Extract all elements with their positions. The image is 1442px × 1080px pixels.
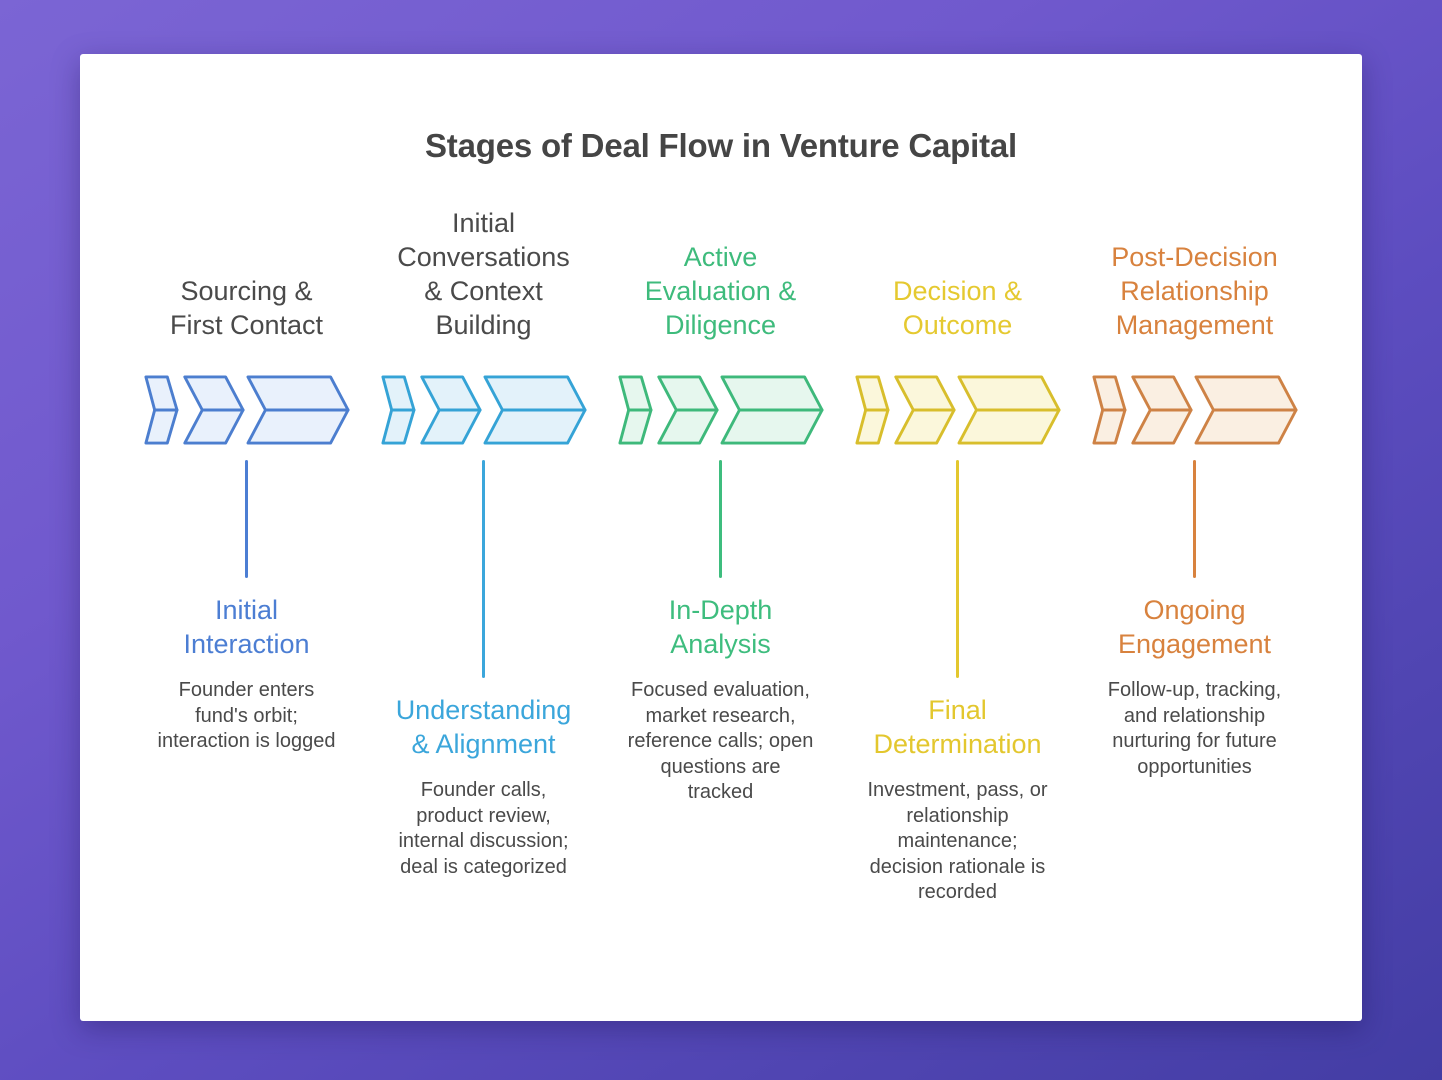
connector-line [482, 460, 485, 678]
callout-title: Understanding & Alignment [395, 695, 572, 759]
stage-column-active-evaluation: Active Evaluation & Diligence In-Depth A… [602, 54, 839, 1021]
callout-title: Ongoing Engagement [1117, 595, 1272, 659]
callout-title: In-Depth Analysis [668, 595, 773, 659]
stage-column-post-decision: Post-Decision Relationship Management On… [1076, 54, 1313, 1021]
callout-description: Investment, pass, or relationship mainte… [867, 779, 1048, 903]
stage-header: Decision & Outcome [892, 276, 1023, 340]
connector-line [956, 460, 959, 678]
stages-row: Sourcing & First Contact Initial Interac… [128, 54, 1314, 1021]
stage-column-initial-conversations: Initial Conversations & Context Building… [365, 54, 602, 1021]
connector-line [1193, 460, 1196, 578]
stage-header: Post-Decision Relationship Management [1111, 242, 1278, 340]
connector-line [245, 460, 248, 578]
chevron-arrows-icon [617, 375, 824, 445]
chevron-arrows-icon [1091, 375, 1298, 445]
chevron-arrows-icon [143, 375, 350, 445]
chevron-arrows-icon [380, 375, 587, 445]
stage-header: Initial Conversations & Context Building [397, 208, 570, 340]
chevron-arrows-icon [854, 375, 1061, 445]
callout-description: Founder enters fund's orbit; interaction… [157, 679, 336, 752]
callout-description: Follow-up, tracking, and relationship nu… [1107, 679, 1282, 778]
callout-description: Founder calls, product review, internal … [398, 779, 569, 878]
stage-column-decision-outcome: Decision & Outcome Final Determination I… [839, 54, 1076, 1021]
stage-header: Sourcing & First Contact [169, 276, 324, 340]
callout-description: Focused evaluation, market research, ref… [627, 679, 814, 803]
diagram-card: Stages of Deal Flow in Venture Capital S… [80, 54, 1362, 1021]
diagram-title: Stages of Deal Flow in Venture Capital [424, 127, 1018, 164]
stage-header: Active Evaluation & Diligence [644, 242, 797, 340]
callout-title: Initial Interaction [183, 595, 310, 659]
connector-line [719, 460, 722, 578]
stage-column-sourcing-first-contact: Sourcing & First Contact Initial Interac… [128, 54, 365, 1021]
callout-title: Final Determination [873, 695, 1042, 759]
